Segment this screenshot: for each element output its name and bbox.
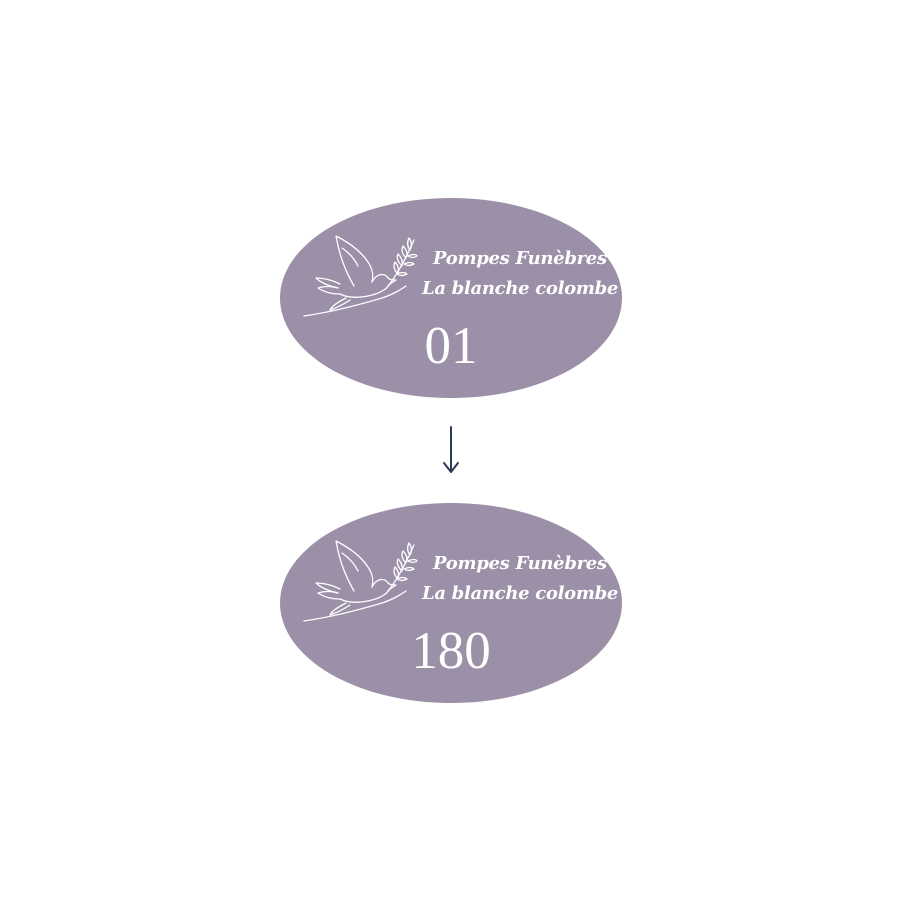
- plate-title-line-1: Pompes Funèbres: [433, 248, 607, 269]
- plate-01: Pompes Funèbres La blanche colombe 01: [280, 198, 622, 398]
- plate-title-line-1: Pompes Funèbres: [433, 553, 607, 574]
- plate-title-line-2: La blanche colombe: [422, 583, 619, 604]
- plate-number: 180: [411, 622, 491, 680]
- dove-with-olive-branch-icon: [303, 235, 418, 317]
- dove-with-olive-branch-icon: [303, 540, 418, 622]
- plate-number: 01: [424, 317, 478, 375]
- plate-180: Pompes Funèbres La blanche colombe 180: [280, 503, 622, 703]
- arrow-down-icon: [443, 426, 459, 473]
- plate-title-line-2: La blanche colombe: [422, 278, 619, 299]
